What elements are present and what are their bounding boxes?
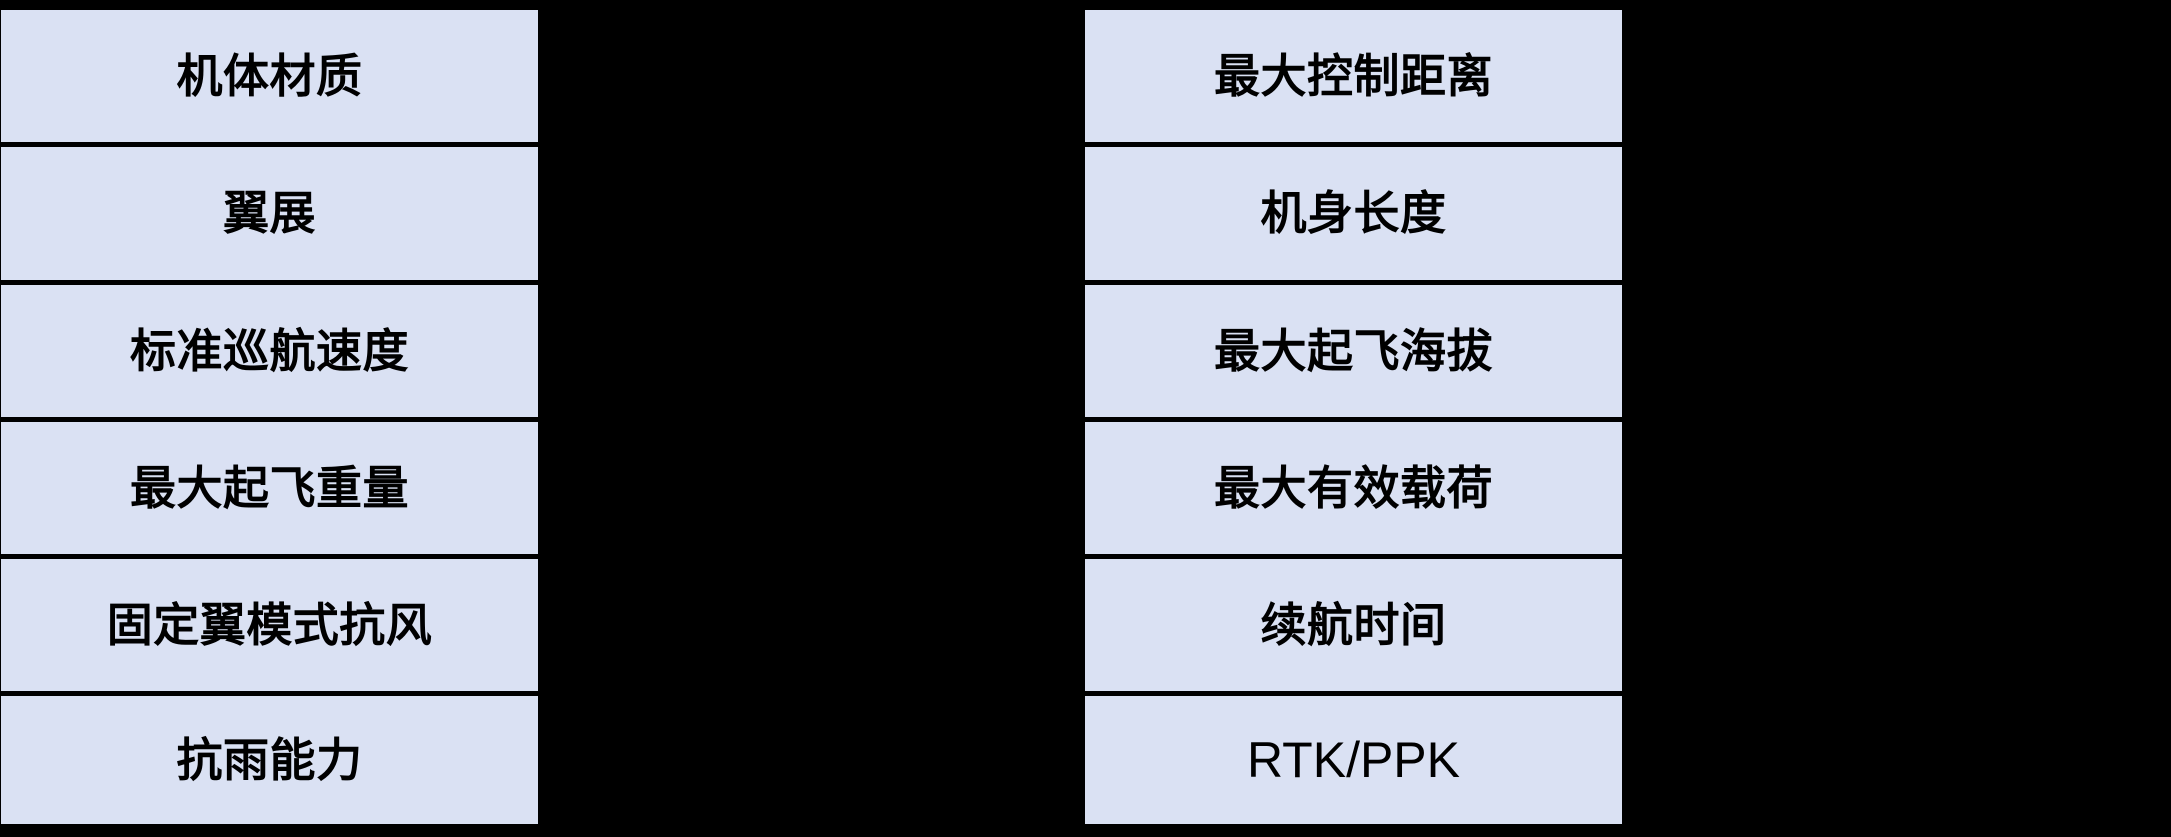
spec-cell-left-5[interactable]: 固定翼模式抗风 [0,554,543,692]
spec-cell-label: 续航时间 [1260,599,1447,652]
spec-cell-right-1[interactable]: 最大控制距离 [1080,5,1627,143]
spec-cell-label: RTK/PPK [1246,731,1461,788]
spec-cell-right-4[interactable]: 最大有效载荷 [1080,416,1627,555]
left-spec-column: 机体材质 翼展 标准巡航速度 最大起飞重量 固定翼模式抗风 抗雨能力 [0,5,543,829]
spec-cell-left-6[interactable]: 抗雨能力 [0,691,543,829]
spec-cell-label: 抗雨能力 [176,733,363,786]
spec-cell-left-1[interactable]: 机体材质 [0,5,543,143]
spec-cell-right-5[interactable]: 续航时间 [1080,554,1627,692]
right-spec-column: 最大控制距离 机身长度 最大起飞海拔 最大有效载荷 续航时间 RTK/PPK [1080,5,1627,829]
spec-cell-label: 最大控制距离 [1214,50,1493,102]
spec-cell-right-6[interactable]: RTK/PPK [1080,691,1627,829]
spec-cell-label: 机身长度 [1260,187,1447,240]
spec-cell-left-2[interactable]: 翼展 [0,142,543,280]
spec-cell-right-3[interactable]: 最大起飞海拔 [1080,279,1627,417]
spec-cell-label: 翼展 [223,187,316,240]
spec-cell-label: 最大有效载荷 [1214,461,1493,514]
spec-cell-label: 标准巡航速度 [130,324,409,377]
spec-cell-label: 机体材质 [176,50,363,102]
spec-cell-right-2[interactable]: 机身长度 [1080,142,1627,280]
spec-cell-label: 最大起飞海拔 [1214,324,1493,377]
spec-cell-left-4[interactable]: 最大起飞重量 [0,416,543,555]
spec-cell-label: 最大起飞重量 [130,461,409,514]
spec-cell-left-3[interactable]: 标准巡航速度 [0,279,543,417]
spec-cell-label: 固定翼模式抗风 [106,599,433,652]
